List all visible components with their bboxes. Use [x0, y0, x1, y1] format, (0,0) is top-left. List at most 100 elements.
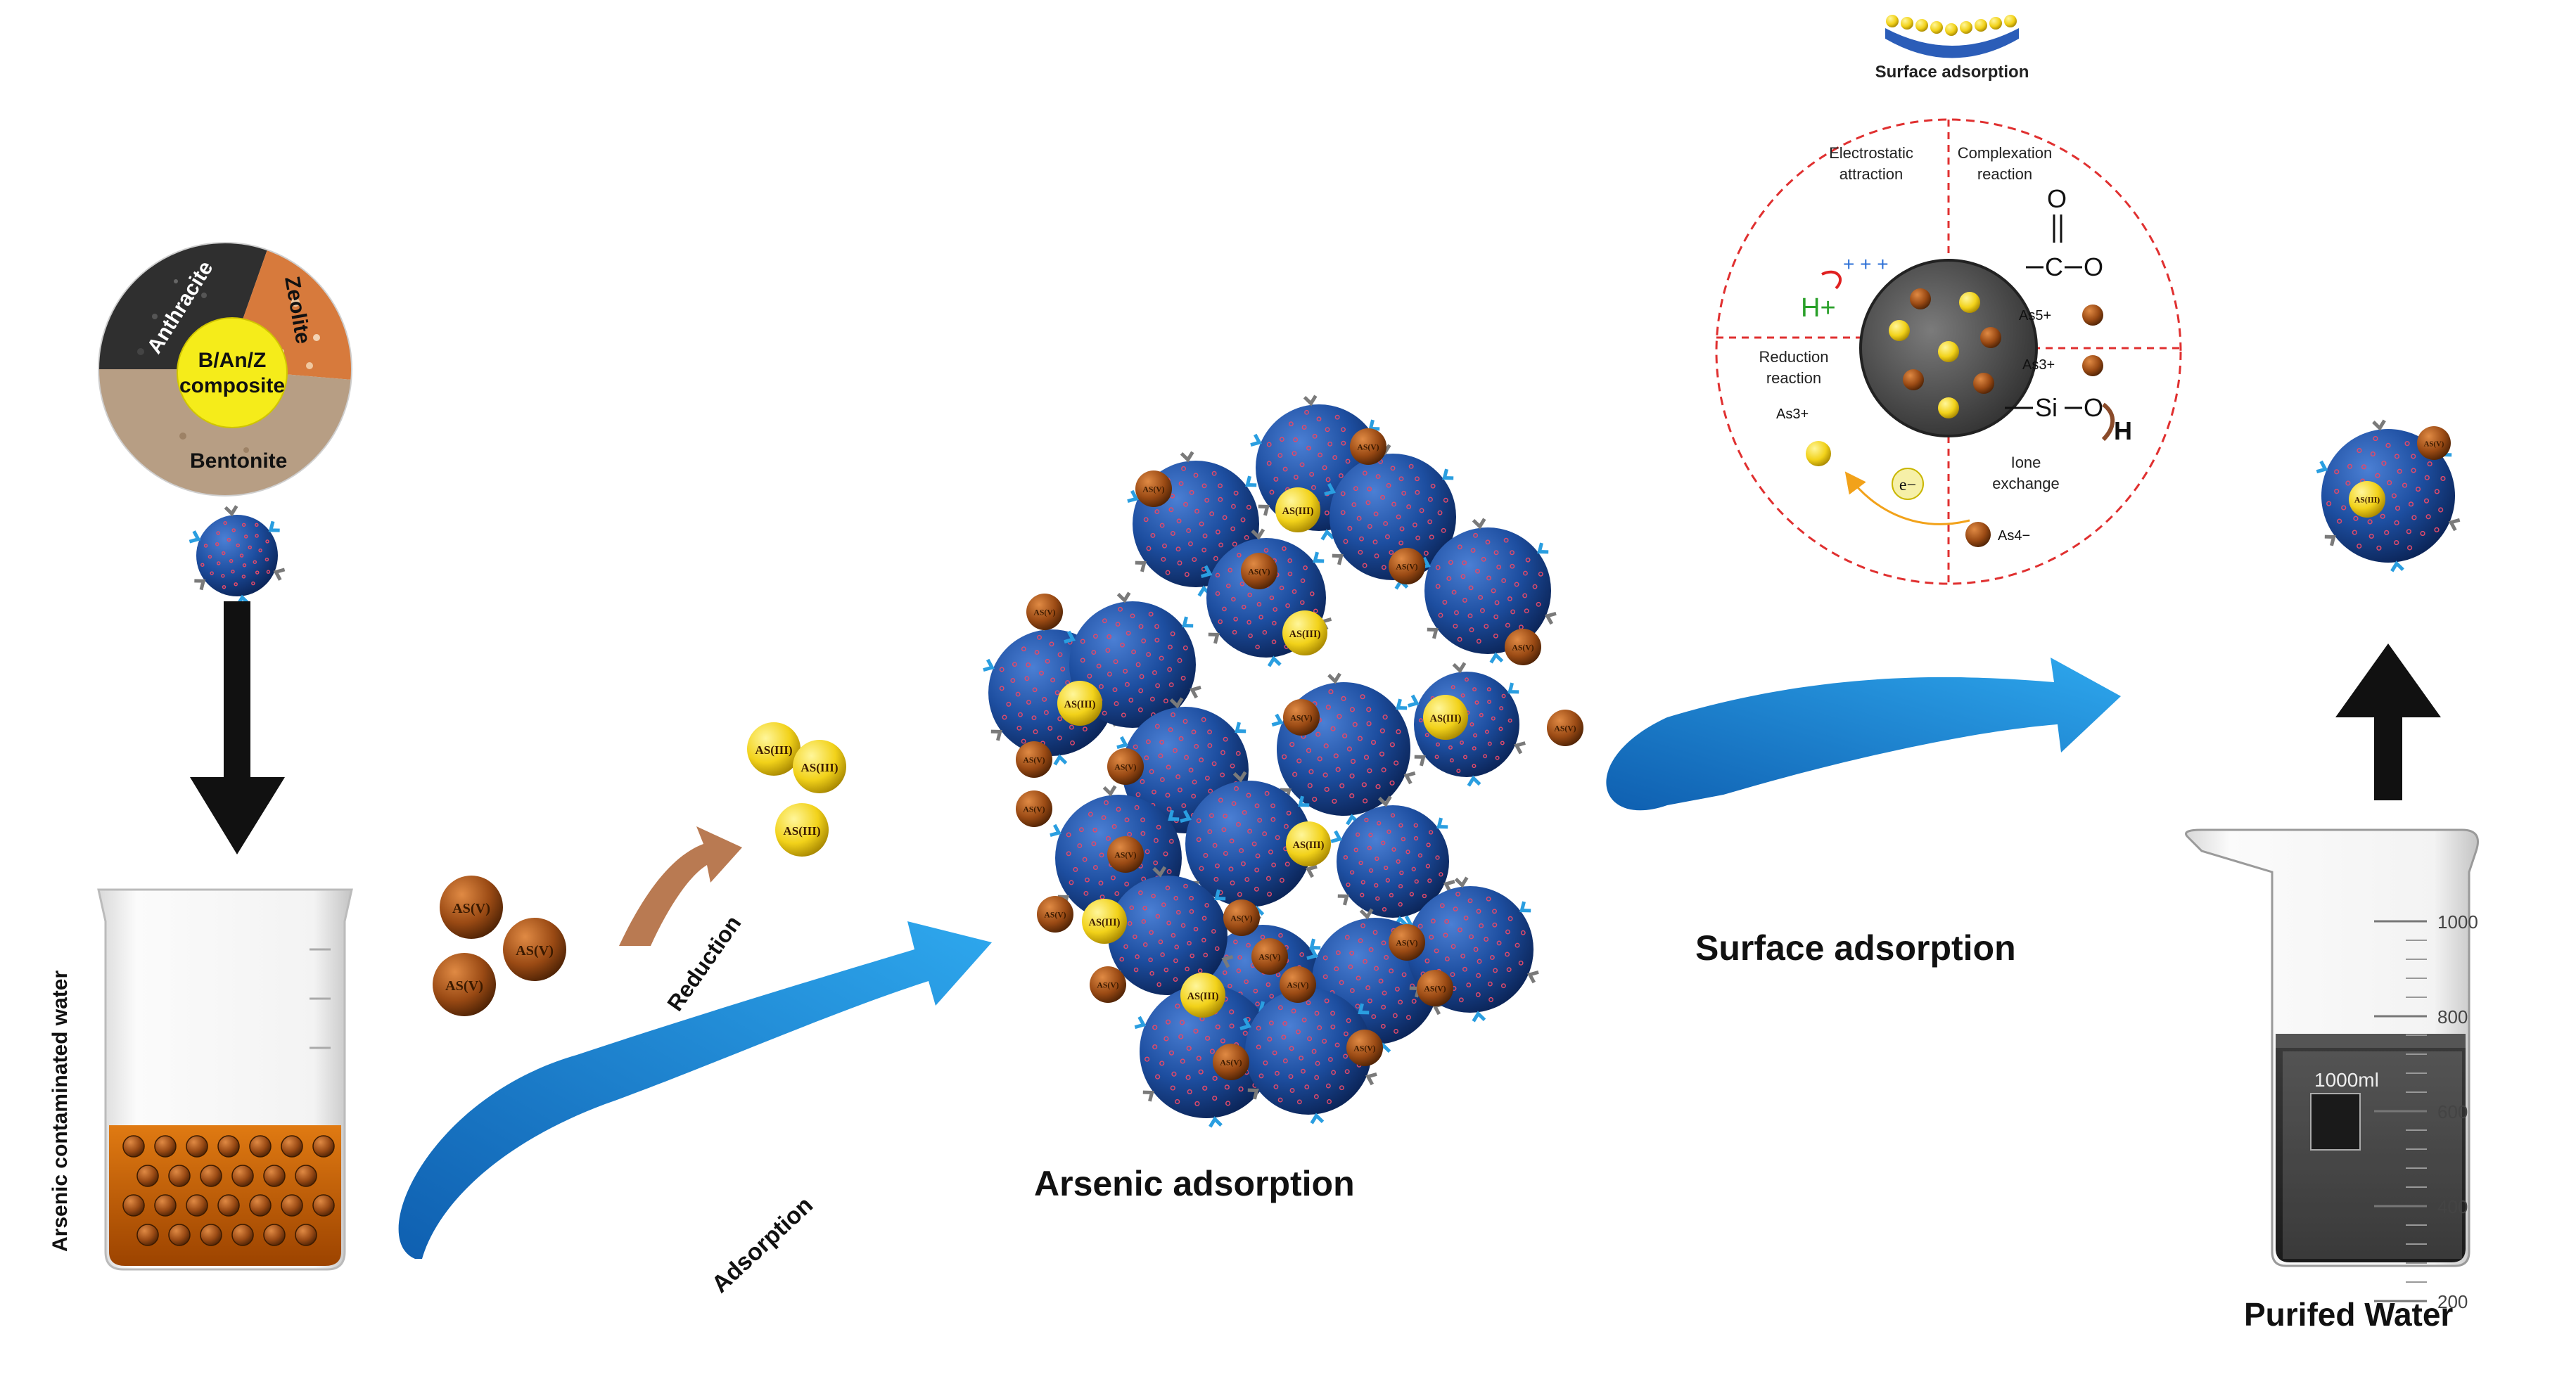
electrostatic-line2: attraction: [1839, 165, 1904, 183]
svg-text:AS(V): AS(V): [1114, 763, 1136, 772]
svg-text:AS(V): AS(V): [1114, 851, 1136, 860]
purified-particle: AS(V)AS(III): [2316, 419, 2461, 572]
as5-particle: [200, 1165, 222, 1187]
composite-label-line1: B/An/Z: [198, 349, 267, 372]
svg-text:AS(V): AS(V): [1353, 1044, 1375, 1053]
as5-sphere: AS(V): [1346, 1030, 1383, 1066]
beaker-tick-label: 200: [2437, 1291, 2468, 1312]
as5-sphere: AS(V): [1389, 924, 1425, 961]
composite-particle-small: [189, 505, 286, 606]
as5-sphere: AS(V): [1350, 428, 1386, 465]
as5-particle: [231, 1224, 254, 1246]
bentonite-label: Bentonite: [190, 449, 287, 473]
mechanism-diagram: Electrostatic attraction Complexation re…: [1715, 118, 2182, 585]
as5-sphere: AS(V): [1107, 836, 1144, 873]
beaker-tick-label: 800: [2437, 1006, 2468, 1027]
adsorbent-sphere: [1324, 444, 1462, 590]
as5-sphere: AS(V): [1026, 594, 1063, 630]
silanol-o: O: [2084, 393, 2103, 422]
as5-particle: [217, 1194, 240, 1217]
as5-sphere: AS(V): [1505, 629, 1541, 665]
as5-particle: [295, 1224, 317, 1246]
down-arrow-icon: [190, 601, 285, 854]
as5-site: [1910, 288, 1931, 309]
as5-particle: [136, 1224, 159, 1246]
complexation-line2: reaction: [1977, 165, 2032, 183]
as5-sphere: AS(V): [1223, 899, 1260, 936]
arsenic-adsorption-label: Arsenic adsorption: [1034, 1164, 1355, 1203]
as3-sphere: AS(III): [1286, 821, 1331, 866]
ion-exchange-line2: exchange: [1992, 475, 2059, 492]
composite-core: [177, 317, 288, 428]
as3-sphere: AS(III): [1275, 487, 1320, 532]
svg-text:AS(V): AS(V): [445, 978, 483, 994]
as3-sphere: AS(III): [1180, 973, 1225, 1018]
reduction-reaction-line1: Reduction: [1759, 348, 1828, 366]
as5-particle: [186, 1135, 208, 1158]
svg-text:AS(V): AS(V): [1220, 1058, 1242, 1068]
surface-adsorption-small-label: Surface adsorption: [1875, 63, 2029, 82]
as5-particle: [122, 1135, 145, 1158]
adsorption-arrow: [398, 921, 992, 1259]
surface-adsorption-arrow: [1606, 658, 2121, 811]
svg-text:AS(V): AS(V): [1554, 724, 1576, 734]
as5-particle: [312, 1194, 335, 1217]
as5-particle: [154, 1135, 177, 1158]
svg-text:AS(V): AS(V): [1396, 563, 1417, 572]
surface-ion: [2004, 15, 2017, 27]
svg-text:AS(V): AS(V): [1512, 643, 1534, 653]
as5-sphere: AS(V): [1037, 896, 1073, 933]
as3-site: [1889, 320, 1910, 341]
svg-text:AS(V): AS(V): [1290, 714, 1312, 723]
as5-sphere: AS(V): [1107, 748, 1144, 785]
as3-site: [1959, 292, 1980, 313]
surface-ion: [1989, 17, 2002, 30]
as5-particle: [249, 1135, 272, 1158]
adsorption-label: Adsorption: [707, 1191, 819, 1298]
as3-sphere: AS(III): [775, 803, 829, 857]
svg-text:AS(V): AS(V): [1424, 985, 1446, 994]
electrostatic-line1: Electrostatic: [1829, 144, 1913, 162]
as3-ion-label-left: As3+: [1776, 406, 1809, 422]
as3-sphere: AS(III): [1082, 899, 1127, 944]
svg-text:AS(III): AS(III): [801, 761, 838, 774]
as5-sphere: AS(V): [440, 876, 503, 939]
as3-sphere: AS(III): [793, 740, 846, 793]
as5-sphere: AS(V): [433, 953, 496, 1016]
svg-text:AS(III): AS(III): [783, 824, 820, 838]
svg-text:AS(III): AS(III): [1430, 713, 1462, 724]
carbonyl-o: O: [2047, 184, 2067, 213]
surface-ion: [1901, 17, 1913, 30]
beaker-volume-label: 1000ml: [2314, 1069, 2379, 1091]
as5-sphere: AS(V): [2417, 426, 2451, 460]
reduction-group: AS(V)AS(V)AS(V)AS(III)AS(III)AS(III): [433, 722, 846, 1016]
as5-particle: [217, 1135, 240, 1158]
as5-particle: [154, 1194, 177, 1217]
as5-particle: [168, 1224, 191, 1246]
svg-text:AS(III): AS(III): [1089, 917, 1121, 928]
as5-particle: [263, 1165, 286, 1187]
svg-text:AS(V): AS(V): [1258, 953, 1280, 962]
surface-ion: [1915, 19, 1928, 32]
as5-particle: [249, 1194, 272, 1217]
adsorbent-sphere: [1239, 978, 1377, 1125]
reduction-label: Reduction: [662, 911, 746, 1016]
as5-sphere: AS(V): [1389, 548, 1425, 584]
up-arrow-icon: [2335, 643, 2441, 800]
h-plus-label: H+: [1801, 293, 1836, 323]
as5-sphere: AS(V): [1241, 553, 1277, 589]
as5-particle: [122, 1194, 145, 1217]
svg-text:AS(V): AS(V): [1287, 981, 1308, 990]
reduction-reaction-line2: reaction: [1766, 369, 1821, 387]
as4-ion-label: As4−: [1998, 528, 2030, 544]
silanol-h: H: [2114, 416, 2132, 445]
as5-particle: [281, 1135, 303, 1158]
svg-text:AS(V): AS(V): [1044, 911, 1066, 920]
svg-text:AS(III): AS(III): [1289, 629, 1321, 640]
as5-particle: [136, 1165, 159, 1187]
as5-sphere: AS(V): [1417, 970, 1453, 1006]
as3-sphere: AS(III): [1057, 681, 1102, 726]
as5-site: [1980, 327, 2001, 348]
as5-site: [1973, 373, 1994, 394]
svg-text:AS(V): AS(V): [1023, 756, 1045, 765]
